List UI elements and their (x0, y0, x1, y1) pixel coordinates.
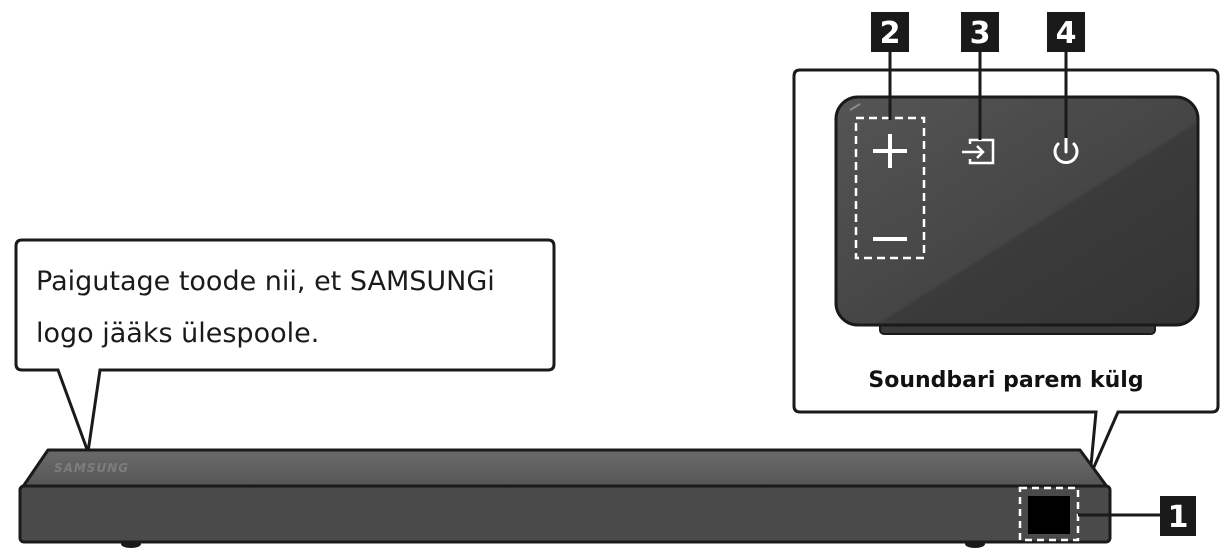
soundbar-front (18, 484, 1112, 544)
badge-2: 2 (871, 12, 909, 52)
badge-3: 3 (961, 12, 999, 52)
plus-icon (873, 134, 907, 168)
badge-1: 1 (1160, 496, 1196, 536)
source-icon (962, 138, 995, 165)
placement-callout: Paigutage toode nii, et SAMSUNGi logo jä… (14, 238, 556, 453)
badge-1-label: 1 (1168, 500, 1189, 535)
callout-line-2: logo jääks ülespoole. (36, 318, 319, 349)
side-panel-caption: Soundbari parem külg (868, 368, 1143, 393)
side-panel-body (834, 95, 1200, 327)
samsung-logo: SAMSUNG (54, 461, 129, 475)
display-window (1028, 496, 1070, 534)
callout-bubble (14, 238, 556, 453)
power-icon (1053, 136, 1079, 164)
leader-lines (888, 52, 1068, 140)
side-panel-highlight (849, 103, 861, 111)
side-panel-illustration (834, 95, 1200, 335)
soundbar: SAMSUNG (18, 448, 1112, 548)
badge-2-label: 2 (880, 16, 901, 51)
side-panel-callout: Soundbari parem külg (792, 68, 1220, 477)
badge-4: 4 (1047, 12, 1085, 52)
badge-3-label: 3 (970, 16, 991, 51)
badge-4-label: 4 (1056, 16, 1077, 51)
callout-line-1: Paigutage toode nii, et SAMSUNGi (36, 266, 495, 297)
soundbar-top (20, 448, 1110, 490)
